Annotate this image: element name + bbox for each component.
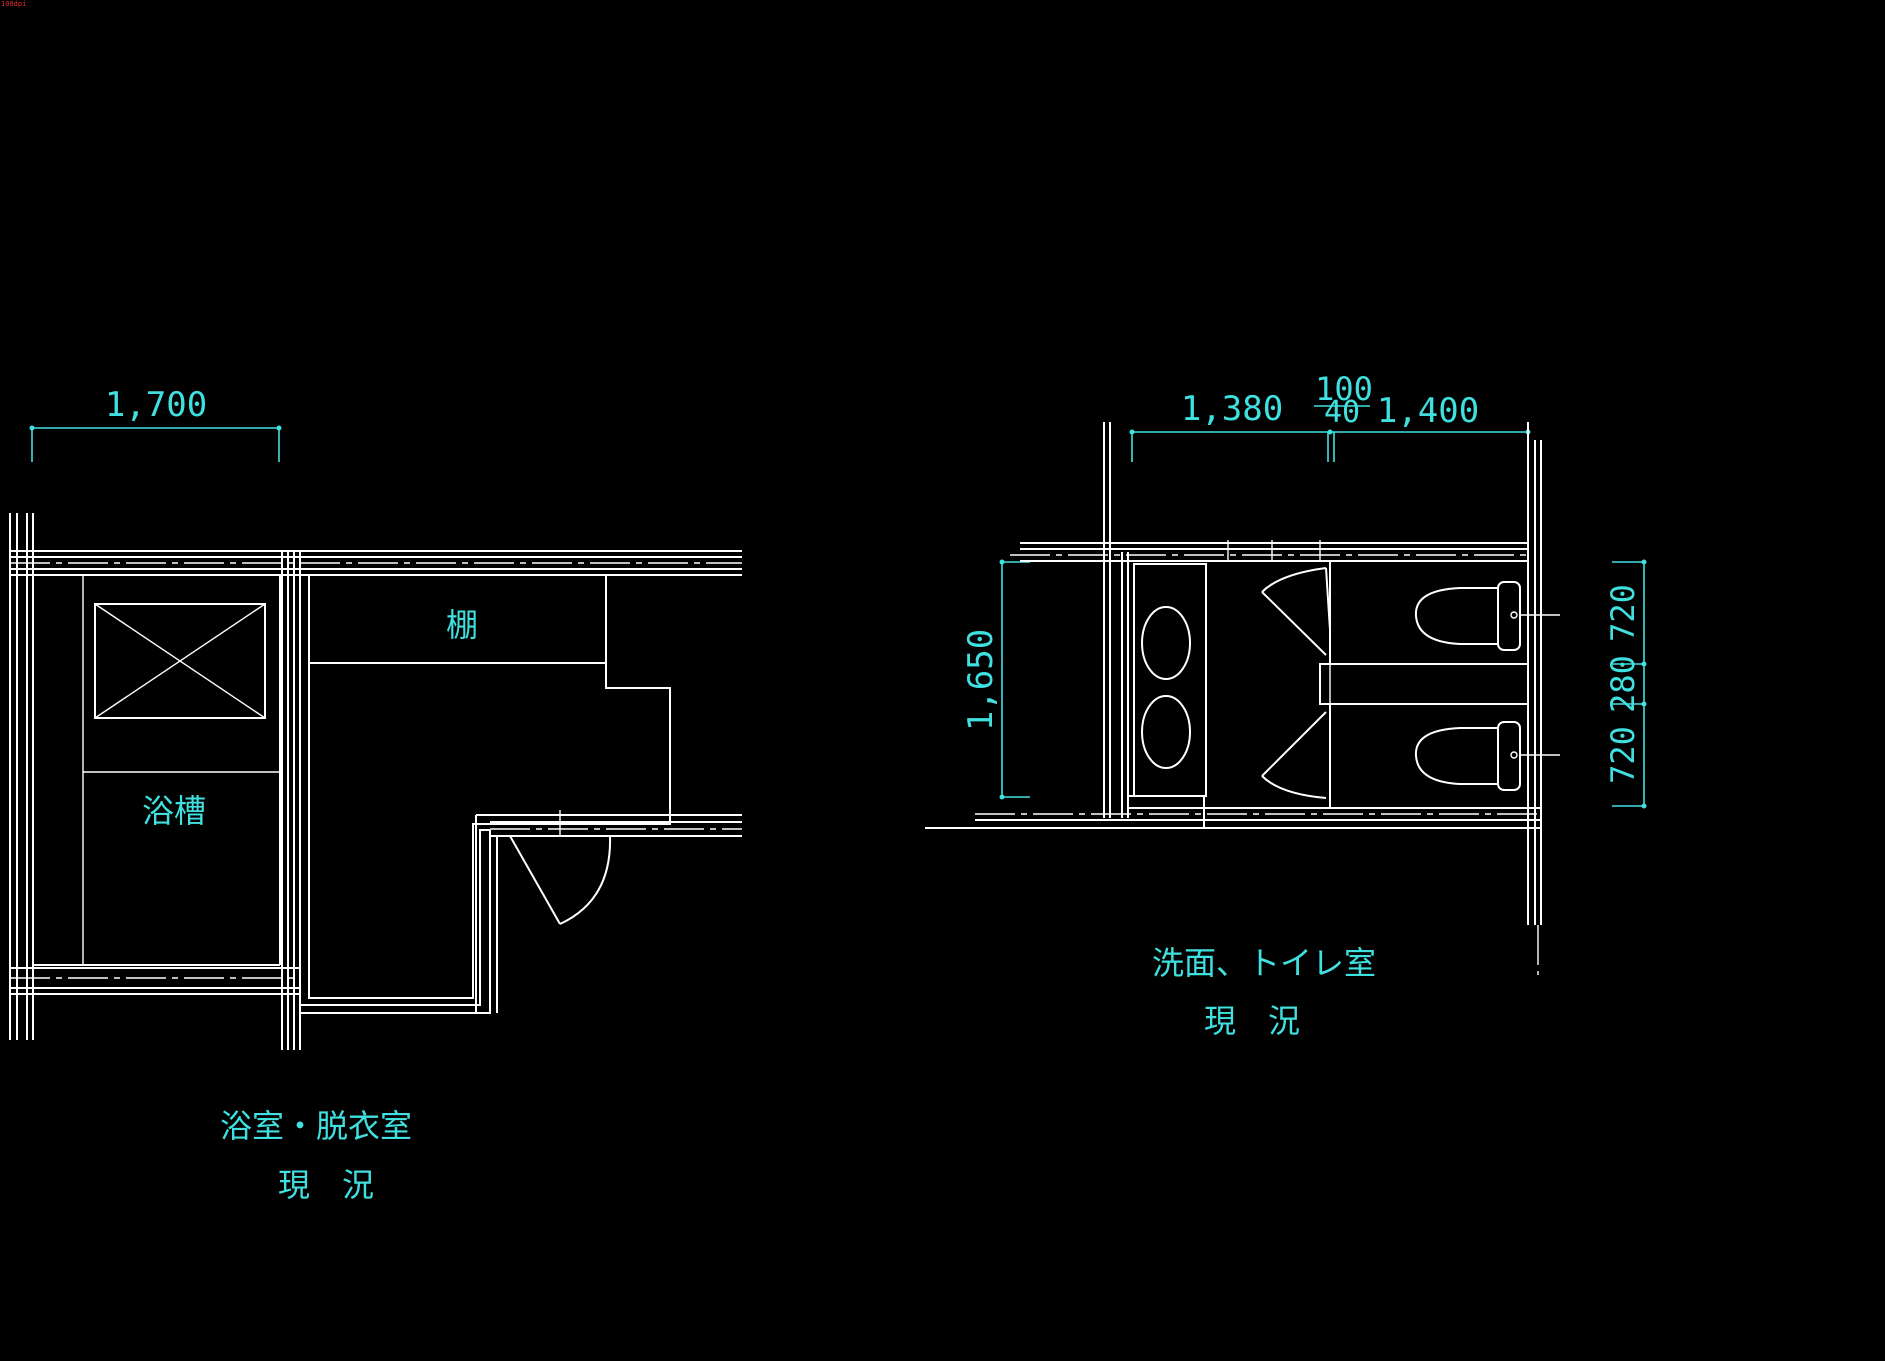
bathroom-room xyxy=(32,575,281,966)
right-dimension-mid: 40 xyxy=(1324,395,1360,430)
left-middle-wall xyxy=(281,551,301,1050)
left-plan-title: 浴室・脱衣室 xyxy=(220,1107,412,1145)
right-left-wall xyxy=(1103,422,1129,818)
shower-drain-box xyxy=(94,603,266,719)
dressing-room-door xyxy=(509,810,612,925)
right-plan-title: 洗面、トイレ室 xyxy=(1152,944,1376,982)
right-plan: 1,380 100 40 1,400 1,650 720 280 720 xyxy=(925,370,1647,975)
left-top-wall xyxy=(10,550,742,576)
right-dimension-r3: 720 xyxy=(1604,726,1642,784)
right-bottom-wall xyxy=(925,807,1540,829)
right-dimension-1: 1,380 xyxy=(1181,389,1283,429)
right-right-wall xyxy=(1527,422,1542,975)
left-bottom-wall xyxy=(10,967,300,995)
left-plan: 1,700 xyxy=(9,385,742,1050)
right-height-text: 1,650 xyxy=(961,629,1001,731)
right-dimension-r1: 720 xyxy=(1604,584,1642,642)
left-plan-subtitle: 現 況 xyxy=(278,1166,374,1204)
right-dimension-top: 100 xyxy=(1315,370,1373,408)
left-dimension-line xyxy=(29,425,282,462)
left-corridor-wall xyxy=(475,814,742,1013)
right-dimension-2: 1,400 xyxy=(1377,391,1479,431)
right-top-wall xyxy=(1010,540,1528,562)
toilet-lower xyxy=(1414,721,1560,791)
right-height-dimension xyxy=(999,559,1030,800)
shelf-label: 棚 xyxy=(446,606,478,644)
dressing-room xyxy=(300,575,671,1014)
bathtub-label: 浴槽 xyxy=(142,792,206,830)
toilet-doors xyxy=(1261,567,1331,799)
left-dimension-text: 1,700 xyxy=(105,385,207,425)
right-dimension-r2: 280 xyxy=(1604,655,1642,713)
toilet-upper xyxy=(1414,581,1560,651)
right-plan-subtitle: 現 況 xyxy=(1204,1002,1300,1040)
left-outer-wall xyxy=(9,513,34,1040)
right-side-dimension xyxy=(1612,559,1647,809)
washbasins xyxy=(1141,606,1191,769)
corner-tag: 100dpi xyxy=(1,0,27,8)
washroom-room xyxy=(1127,560,1529,828)
